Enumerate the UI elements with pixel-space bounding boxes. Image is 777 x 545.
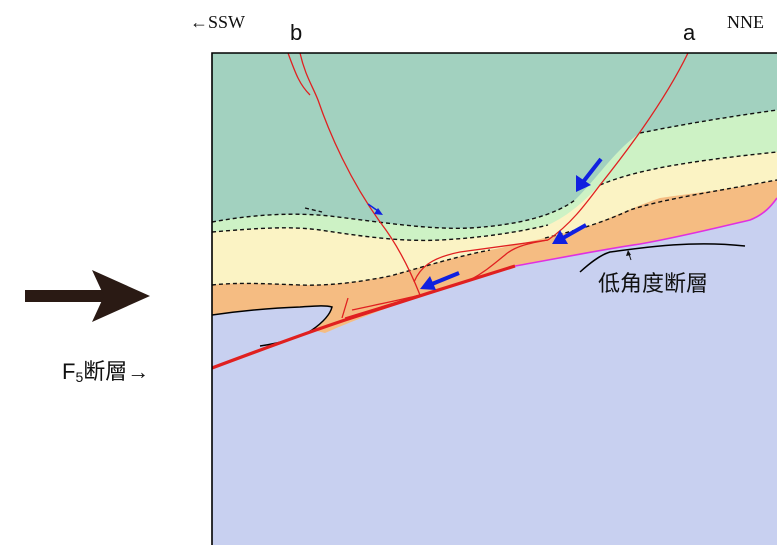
section-frame bbox=[211, 52, 777, 545]
leader-arrow-icon bbox=[626, 250, 631, 256]
contact-line bbox=[579, 243, 746, 273]
f5-fault-line bbox=[212, 264, 516, 370]
basement bbox=[212, 198, 777, 545]
horizon-dashed bbox=[639, 109, 777, 134]
f5-suffix: 断層→ bbox=[83, 359, 150, 384]
horizon-dashed bbox=[599, 151, 777, 186]
low-angle-fault-line bbox=[514, 197, 777, 267]
slip-arrow-icon bbox=[420, 271, 460, 290]
push-arrow-icon bbox=[25, 270, 150, 322]
f5-subscript: 5 bbox=[75, 369, 84, 385]
fault-line bbox=[341, 297, 349, 319]
fault-line bbox=[299, 53, 421, 319]
horizon-dashed bbox=[212, 224, 549, 242]
f5-prefix: F bbox=[62, 359, 76, 384]
direction-right-label: NNE bbox=[727, 12, 764, 32]
fault-line bbox=[413, 239, 549, 283]
fault-line bbox=[287, 53, 311, 96]
fault-line bbox=[547, 53, 689, 241]
slip-arrow-icon bbox=[576, 157, 603, 192]
point-b-label: b bbox=[290, 20, 303, 45]
point-a-label: a bbox=[683, 20, 696, 45]
horizon-dashed bbox=[212, 249, 491, 286]
slip-arrow-icon bbox=[367, 203, 383, 215]
fault-line bbox=[469, 239, 549, 281]
slip-arrow-icon bbox=[552, 223, 587, 244]
direction-left-label: ←SSW bbox=[190, 12, 246, 32]
horizon-dashed bbox=[212, 199, 576, 229]
low-angle-fault-label: 低角度断層 bbox=[598, 271, 709, 296]
horizon-dashed bbox=[304, 207, 323, 213]
f5-fault-label: F5断層→ bbox=[62, 354, 149, 386]
